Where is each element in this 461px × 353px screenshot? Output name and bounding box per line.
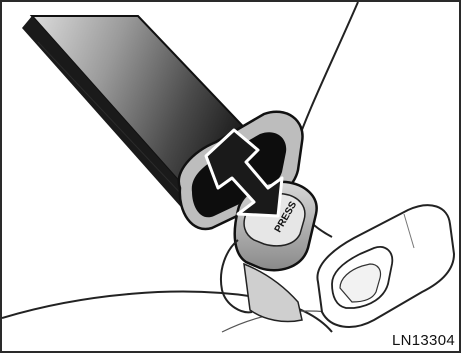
buckle-cover xyxy=(317,205,454,327)
figure-code: LN13304 xyxy=(392,332,455,349)
